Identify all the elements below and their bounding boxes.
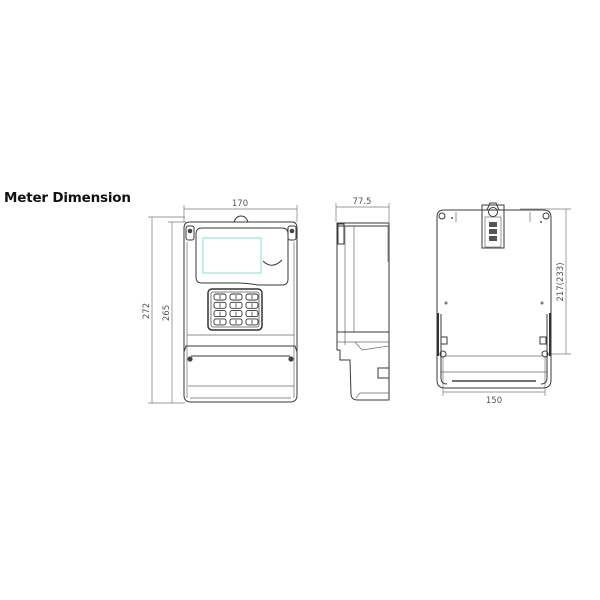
display-window [195, 227, 289, 286]
side-depth-label: 77.5 [353, 197, 372, 207]
mounting-screw-right-icon [541, 350, 549, 358]
front-outer-height-dimension: 272 [142, 216, 185, 404]
terminal-cover-top [183, 345, 298, 353]
back-height-label: 217(233) [556, 262, 566, 301]
top-hanger [233, 215, 249, 223]
side-body-outline [336, 222, 390, 401]
front-inner-height-label: 265 [162, 305, 172, 321]
top-right-screw-icon [289, 228, 295, 234]
back-top-right-hole [542, 212, 550, 220]
front-width-dimension: 170 [183, 199, 298, 222]
back-height-dimension: 217(233) [520, 208, 571, 355]
side-depth-dimension: 77.5 [335, 197, 390, 222]
top-left-screw-icon [187, 228, 193, 234]
front-inner-height-dimension: 265 [162, 221, 186, 403]
top-left-screw-boss [185, 225, 195, 241]
front-outer-height-label: 272 [142, 303, 152, 319]
meter-body-outline [183, 221, 298, 403]
keypad-keys [213, 293, 259, 326]
diagram-title: Meter Dimension [4, 190, 131, 206]
back-top-left-hole [438, 212, 446, 220]
bottom-left-screw-icon [187, 356, 193, 362]
back-width-label: 150 [486, 396, 502, 406]
smile-indicator [262, 259, 283, 266]
side-front-clip [337, 223, 345, 245]
hanging-bracket [481, 202, 505, 249]
back-view: 217(233) 150 [436, 202, 571, 406]
side-latch [377, 367, 390, 379]
lcd-screen [202, 237, 262, 274]
bottom-right-screw-icon [288, 356, 294, 362]
back-body-outline [436, 209, 552, 389]
front-view: 170 272 265 [142, 199, 298, 404]
mounting-screw-left-icon [439, 350, 447, 358]
side-view: 77.5 [335, 197, 390, 401]
keypad-frame [207, 288, 263, 331]
hanging-hole-icon [488, 207, 498, 217]
front-width-label: 170 [232, 199, 248, 209]
back-width-dimension: 150 [442, 356, 546, 406]
